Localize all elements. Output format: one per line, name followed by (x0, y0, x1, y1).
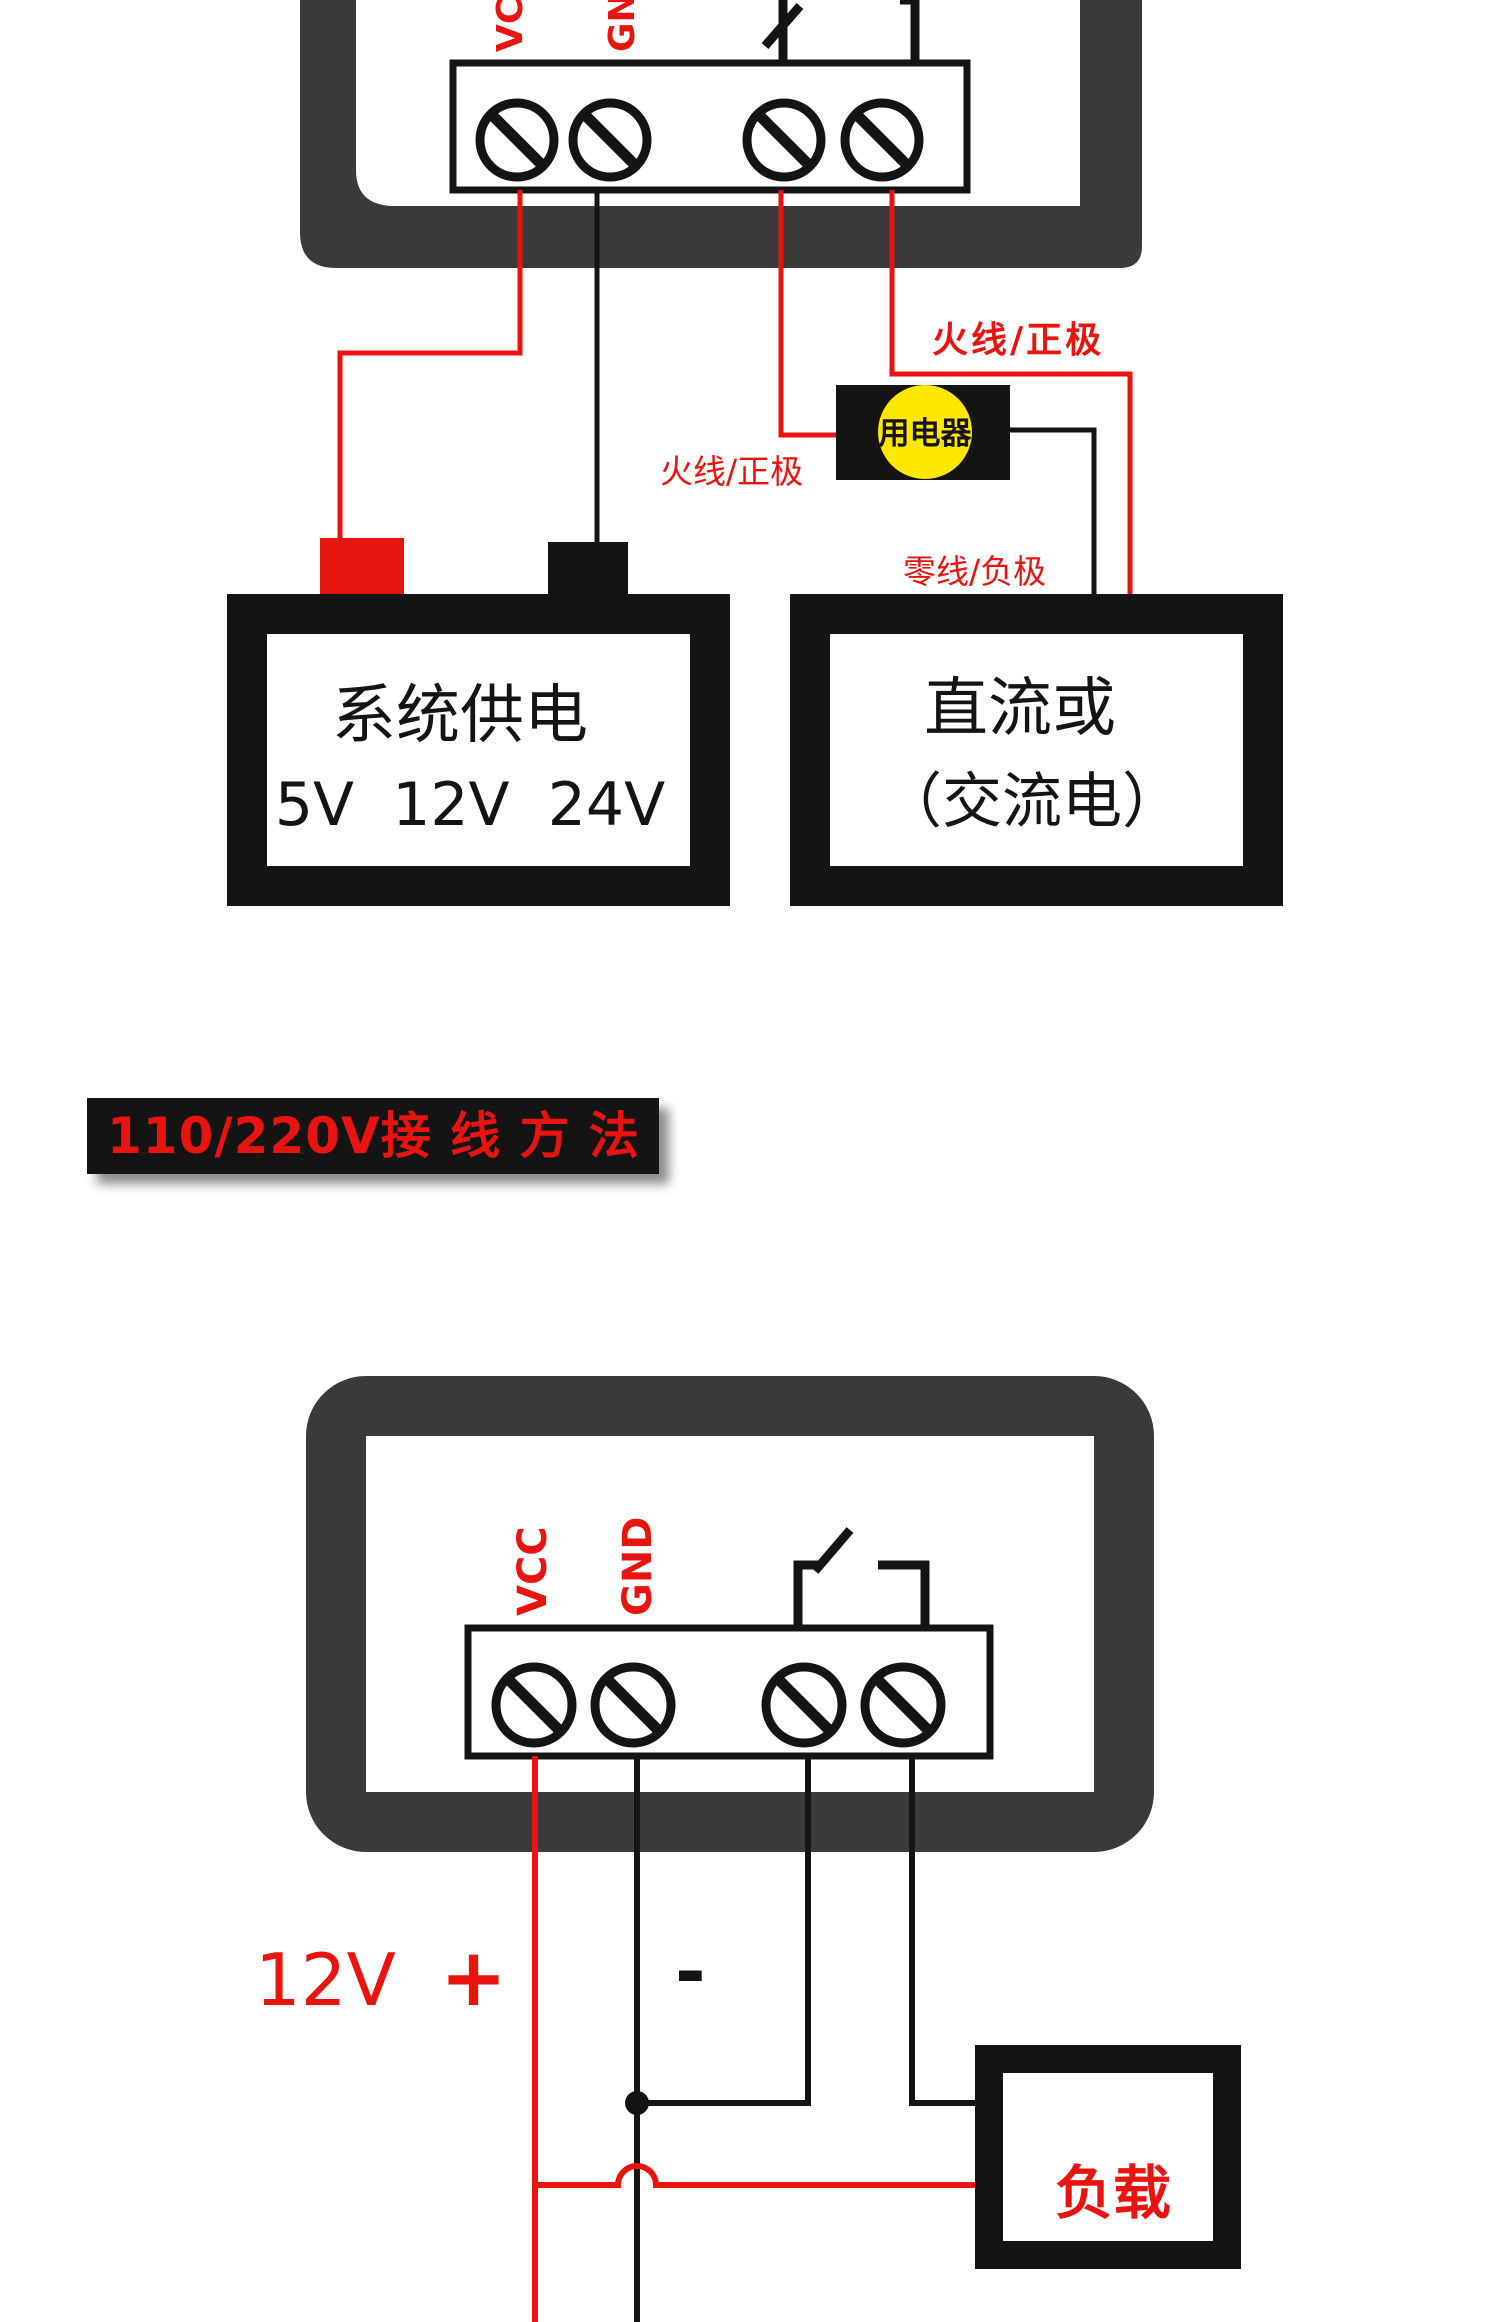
bottom-relay-output-wire (909, 1756, 975, 2106)
top-gnd-label: GN (602, 0, 643, 52)
label-plus: + (440, 1931, 507, 2024)
bottom-relay-common-wire (637, 1756, 811, 2106)
battery-negative-terminal (548, 542, 628, 600)
top-relay-contact-icon (761, 0, 920, 62)
top-vcc-wire (337, 190, 523, 548)
neutral-negative-label: 零线/负极 (903, 552, 1046, 591)
top-neutral-wire (1010, 427, 1097, 605)
appliance-label: 用电器 (879, 416, 973, 452)
live-positive-label-right: 火线/正极 (932, 320, 1104, 361)
label-minus: - (675, 1929, 706, 2015)
top-module-frame (300, 0, 1142, 268)
top-live-wire-to-source (889, 190, 1133, 605)
section-title-banner: 110/220V接 线 方 法 (87, 1098, 659, 1174)
bottom-wiring-diagram: VCC GND 12V + - 负载 (255, 1376, 1241, 2322)
appliance-bulb-icon (878, 385, 972, 479)
system-supply-box (227, 594, 730, 906)
top-live-wire-to-appliance (778, 190, 836, 438)
top-screw-terminal-icon (475, 98, 924, 182)
load-box (975, 2045, 1241, 2269)
live-positive-label-left: 火线/正极 (660, 452, 803, 491)
wire-junction-dot-icon (625, 2091, 649, 2115)
power-source-box (790, 594, 1283, 906)
label-12v: 12V (255, 1938, 396, 2022)
supply-title: 系统供电 (332, 679, 588, 753)
top-vcc-label: VC (490, 0, 531, 52)
bottom-relay-contact-icon (793, 1527, 930, 1630)
supply-voltages: 5V 12V 24V (275, 770, 665, 840)
bottom-gnd-label: GND (615, 1516, 661, 1616)
load-label: 负载 (1055, 2159, 1171, 2227)
bottom-vcc-label: VCC (510, 1526, 556, 1616)
bottom-screw-terminal-icon (491, 1662, 946, 1748)
top-wiring-diagram: VC GN 用电器 火线/正极 火线/正极 零线/负极 (227, 0, 1283, 906)
battery-positive-terminal (320, 538, 404, 596)
bottom-red-load-return-wire (535, 2163, 975, 2188)
source-line1: 直流或 (924, 672, 1116, 746)
bottom-module-frame (306, 1376, 1154, 1852)
source-line2: （交流电） (882, 767, 1182, 837)
